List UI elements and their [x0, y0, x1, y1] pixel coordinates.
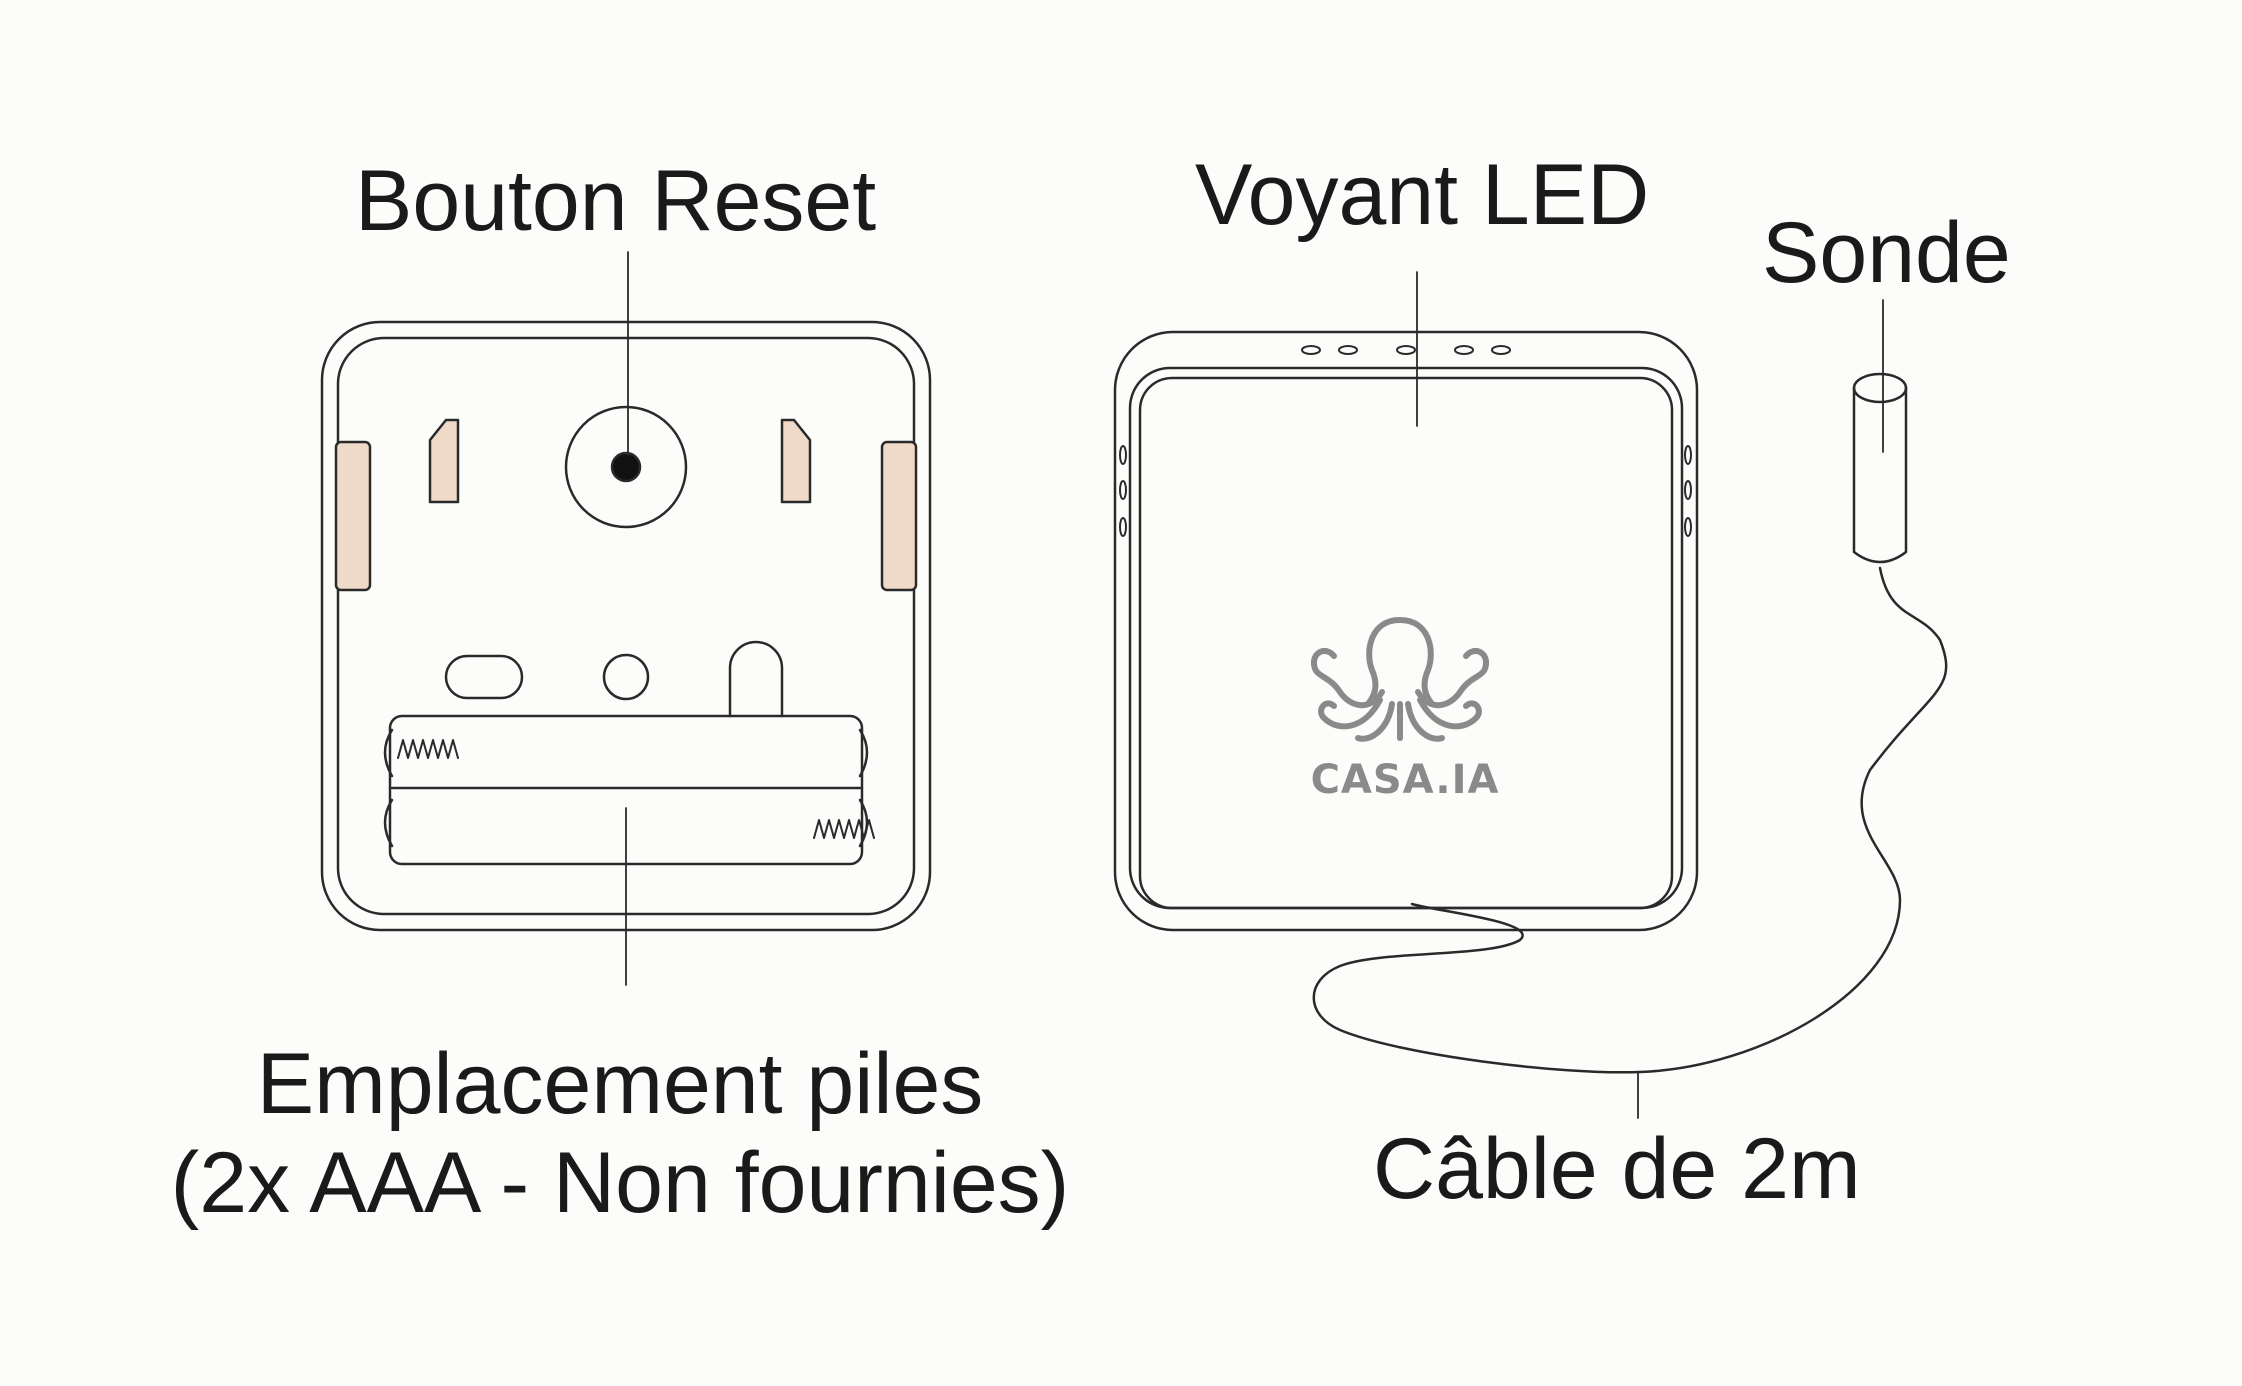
left-clip-tab [334, 440, 372, 592]
temperature-probe [1852, 372, 1908, 564]
left-latch [428, 418, 460, 504]
battery-slot-label: Emplacement piles (2x AAA - Non fournies… [150, 1035, 1090, 1233]
device-front-face [1138, 376, 1674, 910]
led-holes [1301, 345, 1511, 355]
probe-label: Sonde [1762, 205, 2011, 301]
led-indicator-label: Voyant LED [1195, 147, 1650, 243]
device-front-outer-shell [1113, 330, 1699, 932]
reset-button-label: Bouton Reset [355, 153, 877, 249]
device-front-mid-shell [1128, 366, 1684, 910]
battery-slot-label-line1: Emplacement piles [256, 1036, 984, 1132]
rounded-post [728, 640, 784, 718]
round-hole [602, 653, 650, 701]
cable-label: Câble de 2m [1373, 1121, 1861, 1217]
side-vents [1119, 445, 1692, 537]
battery-spring-bottom [813, 819, 875, 839]
brand-logo-text: CASA.IA [1310, 757, 1500, 803]
battery-compartment [383, 714, 875, 866]
right-clip-tab [880, 440, 918, 592]
device-front-view [1113, 271, 1948, 1119]
oval-slot [444, 654, 524, 700]
octopus-icon [1311, 617, 1489, 742]
reset-button-hole [610, 451, 642, 483]
right-latch [780, 418, 812, 504]
battery-spring-top [397, 739, 459, 759]
device-cable [1312, 566, 1948, 1074]
reset-button-ring [564, 405, 688, 529]
battery-slot-label-line2: (2x AAA - Non fournies) [170, 1134, 1070, 1231]
device-back-view [320, 251, 932, 986]
